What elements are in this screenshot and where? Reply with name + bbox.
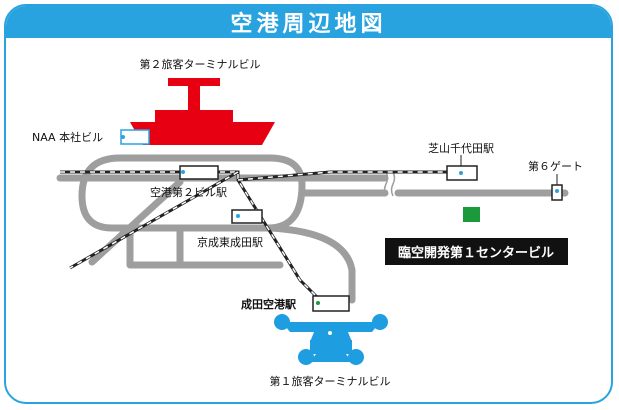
gate6-label: 第６ゲート: [528, 159, 583, 173]
terminal2-building: [130, 78, 275, 145]
shibayama-chiyoda-marker: [459, 171, 463, 175]
gate6-marker: [555, 189, 559, 193]
narita-airport-station-box: [312, 295, 350, 312]
narita-airport-station-marker: [316, 301, 320, 305]
title-bar: 空港周辺地図: [6, 6, 611, 38]
airport-t2-station-label: 空港第２ビル駅: [150, 185, 227, 199]
keisei-higashi-narita-marker: [236, 214, 240, 218]
road-network: [56, 154, 569, 304]
narita-airport-station-label: 成田空港駅: [241, 297, 296, 311]
highlight-building-marker: [463, 207, 480, 222]
map-frame: 空港周辺地図: [4, 4, 613, 404]
terminal1-marker: [328, 331, 332, 335]
naa-hq-marker: [121, 135, 125, 139]
naa-hq-label: NAA 本社ビル: [32, 130, 103, 144]
railway-line: [60, 170, 475, 302]
airport-t2-station-box: [179, 165, 219, 180]
keisei-higashi-narita-box: [231, 209, 263, 224]
road-to-t1: [266, 224, 356, 304]
naa-hq-building: [120, 129, 150, 145]
terminal2-label: 第２旅客ターミナルビル: [140, 57, 261, 71]
keisei-higashi-narita-label: 京成東成田駅: [197, 235, 263, 249]
airport-t2-station-marker: [181, 170, 185, 174]
terminal1-label: 第１旅客ターミナルビル: [270, 374, 391, 388]
shibayama-chiyoda-label: 芝山千代田駅: [428, 142, 494, 155]
highlight-building-label: 臨空開発第１センタービル: [398, 245, 554, 261]
road-break-icon: [383, 171, 396, 197]
map-title: 空港周辺地図: [230, 12, 387, 37]
terminal1-building: [274, 314, 388, 365]
highlight-building-badge: [385, 238, 568, 265]
